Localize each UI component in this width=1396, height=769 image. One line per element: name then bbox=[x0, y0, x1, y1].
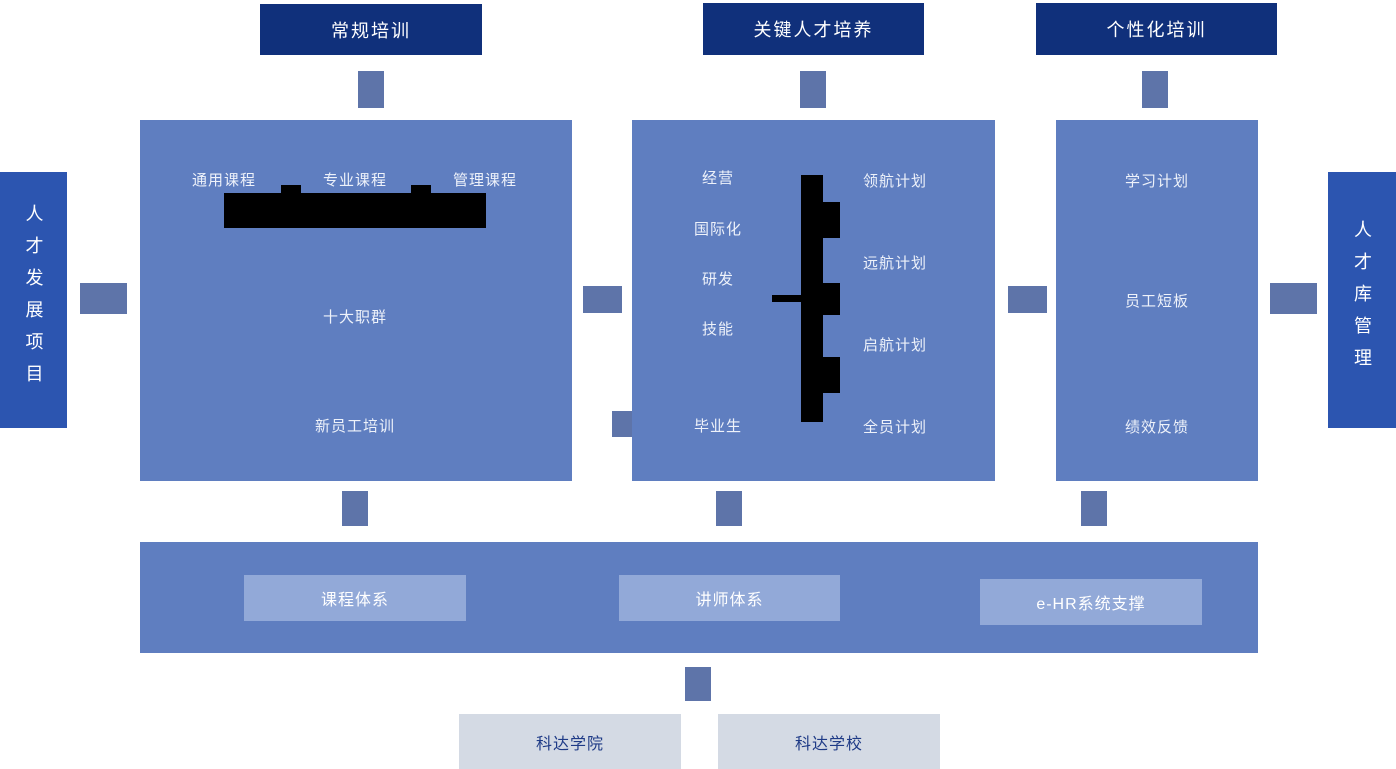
connector-panel3-foundation bbox=[1081, 491, 1107, 526]
label-launch-plan: 启航计划 bbox=[862, 337, 927, 354]
box-keda-college: 科达学院 bbox=[459, 714, 681, 769]
label-professional-courses: 专业课程 bbox=[322, 172, 387, 189]
label-performance-feedback: 绩效反馈 bbox=[1124, 419, 1189, 436]
box-lecturer-system: 讲师体系 bbox=[619, 575, 840, 621]
connector-header-left bbox=[358, 71, 384, 108]
connector-panel2-foundation bbox=[716, 491, 742, 526]
redaction-tab bbox=[281, 185, 301, 194]
panel-regular-training: 通用课程 专业课程 管理课程 十大职群 新员工培训 bbox=[140, 120, 572, 481]
connector-header-middle bbox=[800, 71, 826, 108]
sidebar-talent-development-label: 人才发展项目 bbox=[23, 204, 44, 396]
box-ehr-support: e-HR系统支撑 bbox=[980, 579, 1202, 625]
label-skills: 技能 bbox=[701, 321, 734, 338]
redaction-bump bbox=[823, 357, 840, 393]
connector-panel1-foundation bbox=[342, 491, 368, 526]
label-ten-job-groups: 十大职群 bbox=[322, 309, 387, 326]
connector-side-left bbox=[80, 283, 127, 314]
sidebar-talent-pool-label: 人才库管理 bbox=[1352, 220, 1372, 380]
label-all-staff-plan: 全员计划 bbox=[862, 419, 927, 436]
redaction-dash bbox=[772, 295, 801, 302]
box-keda-school: 科达学校 bbox=[718, 714, 940, 769]
redaction-bar-vertical bbox=[801, 175, 823, 422]
box-course-system: 课程体系 bbox=[244, 575, 466, 621]
connector-graduate-row bbox=[612, 411, 632, 437]
header-personalized-training: 个性化培训 bbox=[1036, 3, 1277, 55]
panel-key-talent: 经营 国际化 研发 技能 毕业生 领航计划 远航计划 启航计划 全员计划 bbox=[632, 120, 995, 481]
label-employee-gaps: 员工短板 bbox=[1124, 293, 1189, 310]
header-key-talent: 关键人才培养 bbox=[703, 3, 924, 55]
label-general-courses: 通用课程 bbox=[191, 172, 256, 189]
connector-panel2-panel3 bbox=[1008, 286, 1047, 313]
redaction-bump bbox=[823, 283, 840, 315]
label-rnd: 研发 bbox=[701, 271, 734, 288]
label-business: 经营 bbox=[701, 170, 734, 187]
label-graduates: 毕业生 bbox=[693, 418, 742, 435]
connector-header-right bbox=[1142, 71, 1168, 108]
sidebar-talent-pool: 人才库管理 bbox=[1328, 172, 1396, 428]
foundation-bar: 课程体系 讲师体系 e-HR系统支撑 bbox=[140, 542, 1258, 653]
connector-panel1-panel2 bbox=[583, 286, 622, 313]
redaction-bump bbox=[823, 202, 840, 238]
connector-foundation-schools bbox=[685, 667, 711, 701]
sidebar-talent-development: 人才发展项目 bbox=[0, 172, 67, 428]
label-management-courses: 管理课程 bbox=[452, 172, 517, 189]
redaction-bar bbox=[224, 193, 486, 228]
redaction-tab bbox=[411, 185, 431, 194]
label-learning-plan: 学习计划 bbox=[1124, 173, 1189, 190]
label-new-employee-training: 新员工培训 bbox=[314, 418, 395, 435]
label-internationalization: 国际化 bbox=[693, 221, 742, 238]
label-voyage-plan: 远航计划 bbox=[862, 255, 927, 272]
connector-side-right bbox=[1270, 283, 1317, 314]
panel-personalized: 学习计划 员工短板 绩效反馈 bbox=[1056, 120, 1258, 481]
header-regular-training: 常规培训 bbox=[260, 4, 482, 55]
label-pilot-plan: 领航计划 bbox=[862, 173, 927, 190]
